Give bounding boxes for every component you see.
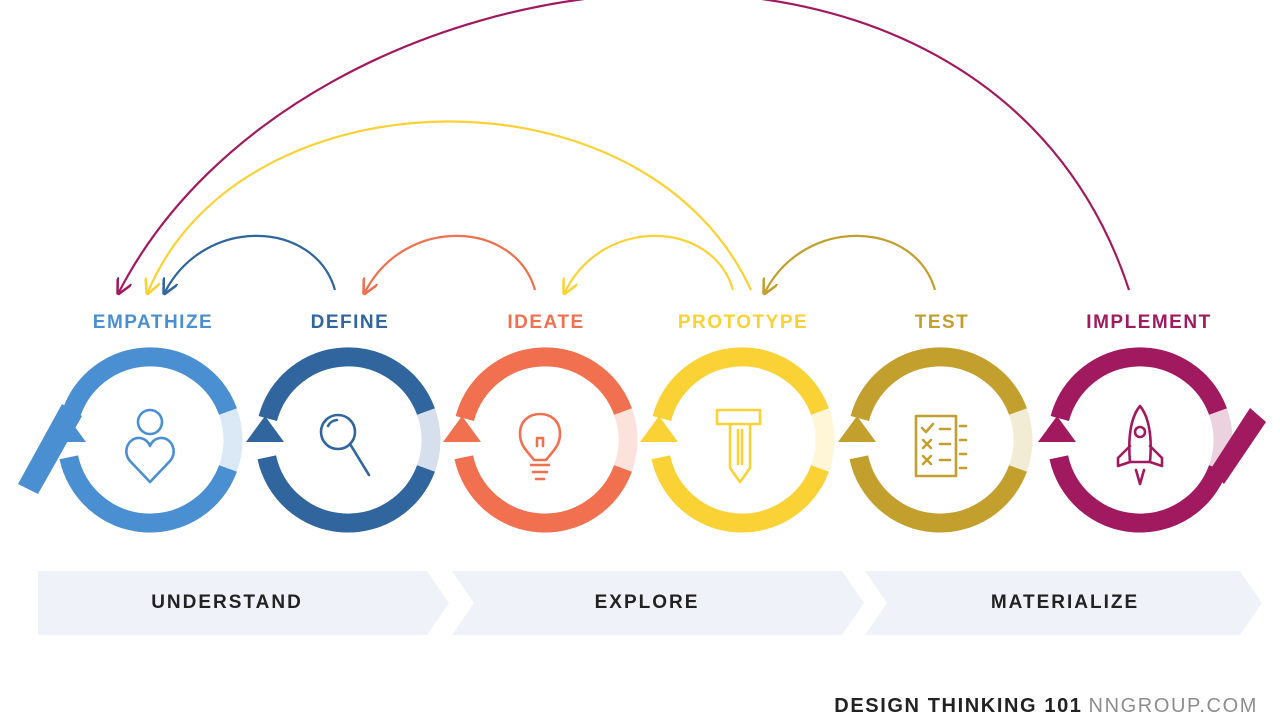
footer-site: NNGROUP.COM [1088,695,1258,717]
magnifier-icon [319,413,371,477]
rocket-icon [1116,404,1164,486]
stage-ring-ideate [443,347,638,533]
cycle-start-tail [18,404,82,494]
hammer-pencil-icon [715,408,762,484]
feedback-arrow-ideate-to-define [365,234,537,292]
phase-label-materialize: MATERIALIZE [990,592,1140,613]
checklist-icon [914,414,968,478]
feedback-arrow-prototype-to-empathize [148,120,752,292]
phase-band-understand [38,571,449,635]
phase-label-explore: EXPLORE [594,592,700,613]
stage-label-implement: IMPLEMENT [1086,312,1212,333]
stage-label-empathize: EMPATHIZE [92,312,214,333]
feedback-arrow-prototype-to-ideate [565,234,735,292]
lightbulb-icon [518,412,562,481]
stage-ring-test [838,347,1033,533]
phase-label-understand: UNDERSTAND [151,592,303,613]
feedback-arrow-implement-to-empathize [119,0,1131,292]
stage-ring-prototype [640,347,835,533]
stage-label-ideate: IDEATE [507,312,585,333]
person-heart-icon [125,408,175,484]
stage-ring-empathize [48,347,243,533]
stage-label-test: TEST [914,312,970,333]
phase-band-materialize [865,571,1262,635]
feedback-arrow-test-to-prototype [765,234,937,292]
footer-title: DESIGN THINKING 101 [834,695,1083,717]
stage-label-define: DEFINE [310,312,390,333]
cycle-end-tail [1210,408,1266,484]
phase-band-explore [452,571,864,635]
stage-label-prototype: PROTOTYPE [677,312,809,333]
feedback-arrow-define-to-empathize [165,234,337,292]
stage-ring-define [246,347,441,533]
